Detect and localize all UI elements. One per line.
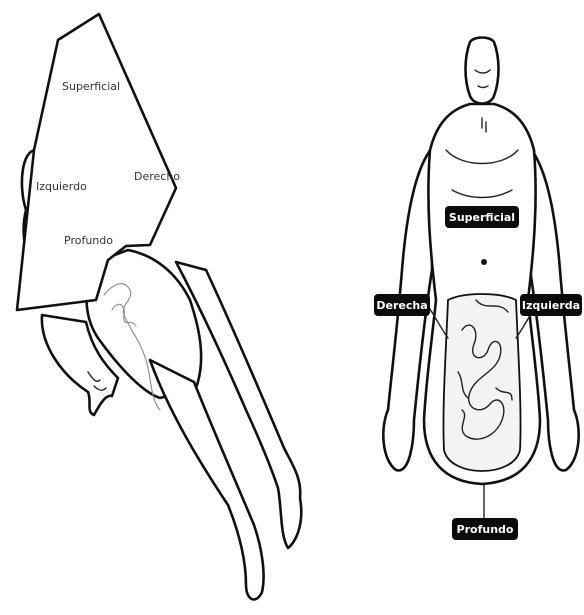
right-supine-body-figure: Superficial Derecha Izquierda Profundo — [374, 38, 582, 541]
right-label-superficial: Superficial — [449, 211, 515, 224]
right-figure-navel — [481, 259, 487, 265]
right-tag-profundo: Profundo — [452, 518, 518, 540]
right-figure-abdominal-cavity — [443, 294, 520, 471]
left-label-superficial: Superficial — [62, 80, 120, 93]
right-label-derecha: Derecha — [376, 299, 427, 312]
right-label-izquierda: Izquierda — [522, 299, 580, 312]
right-tag-superficial: Superficial — [445, 206, 519, 228]
left-label-izquierdo: Izquierdo — [36, 180, 87, 193]
right-tag-derecha: Derecha — [374, 294, 430, 316]
right-tag-izquierda: Izquierda — [520, 294, 582, 316]
left-label-derecho: Derecho — [134, 170, 180, 183]
left-reclined-body-figure: Superficial Izquierdo Derecho Profundo — [17, 14, 301, 599]
right-label-profundo: Profundo — [457, 523, 514, 536]
right-figure-head — [466, 38, 499, 104]
left-label-profundo: Profundo — [64, 234, 113, 247]
